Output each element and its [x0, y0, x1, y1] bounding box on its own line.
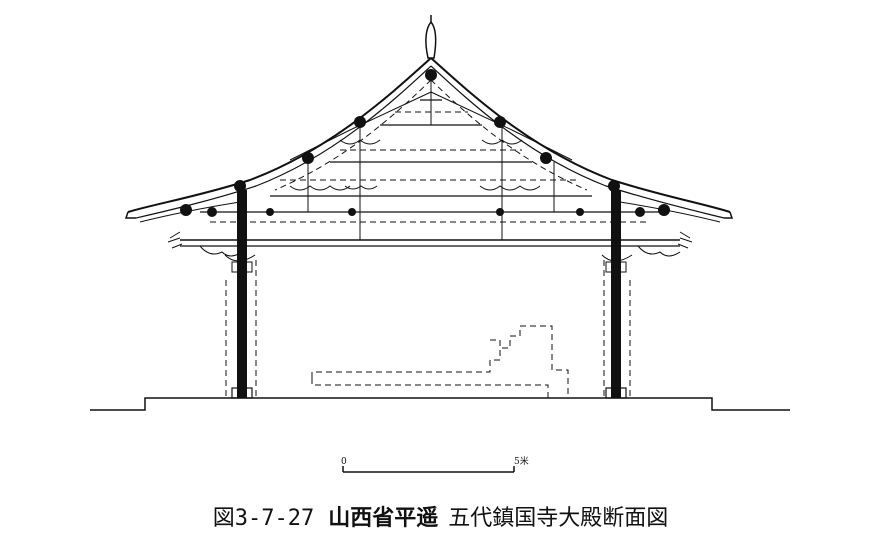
- figure-caption: 図3-7-27 山西省平遥五代鎮国寺大殿断面図: [0, 500, 881, 532]
- altar-platform: [311, 325, 569, 398]
- roof-slope-lines: [274, 79, 588, 191]
- columns: [225, 186, 631, 399]
- caption-number: 図3-7-27: [212, 506, 315, 531]
- caption-title: 五代鎮国寺大殿断面図: [448, 506, 669, 531]
- ridge-ornament: [425, 15, 437, 59]
- beams: [180, 80, 680, 247]
- scale-start-label: 0: [341, 457, 347, 467]
- purlins: [180, 69, 670, 217]
- scale-end-label: 5米: [514, 455, 529, 467]
- bracket-sets: [167, 139, 693, 273]
- caption-place: 山西省平遥: [328, 506, 439, 531]
- ground-platform: [90, 397, 790, 411]
- roof-profile: [124, 57, 734, 223]
- scale-bar: 0 5米: [341, 455, 529, 473]
